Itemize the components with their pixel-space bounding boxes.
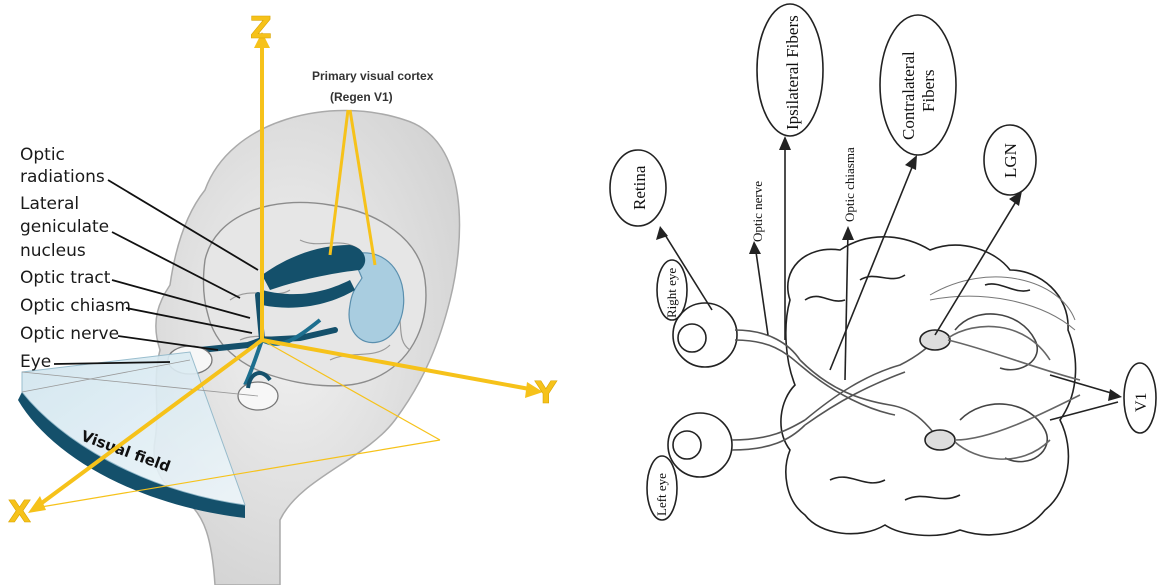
label-contralateral-1: Contralateral [899, 51, 918, 140]
label-ipsilateral-fibers: Ipsilateral Fibers [783, 15, 802, 130]
label-contralateral-2: Fibers [919, 70, 938, 113]
label-lgn-2: geniculate [20, 217, 109, 237]
lgn-left [925, 430, 955, 450]
label-lgn-3: nucleus [20, 241, 86, 261]
y-axis-label: Y [534, 376, 558, 411]
right-schematic [610, 4, 1156, 535]
label-optic-nerve: Optic nerve [20, 324, 119, 344]
label-retina: Retina [630, 165, 649, 210]
optic-chiasma-crossing [800, 340, 940, 440]
label-optic-tract: Optic tract [20, 268, 111, 288]
right-labels: Retina Ipsilateral Fibers Contralateral … [630, 15, 1150, 516]
label-left-eye: Left eye [654, 473, 669, 516]
label-eye: Eye [20, 352, 51, 372]
arrow-lgn [935, 195, 1020, 335]
lgn-right [920, 330, 950, 350]
label-lgn: LGN [1001, 143, 1020, 178]
z-axis-label: Z [250, 11, 272, 46]
label-lgn-1: Lateral [20, 194, 79, 214]
label-optic-chiasm: Optic chiasm [20, 296, 131, 316]
left-eye-circle [668, 413, 732, 477]
contralateral-oval [880, 15, 956, 155]
x-axis-label: X [8, 495, 31, 530]
label-right-eye: Right eye [664, 268, 679, 318]
label-primary-visual-cortex-2: (Regen V1) [330, 90, 393, 104]
label-optic-chiasma: Optic chiasma [842, 147, 857, 222]
arrow-optic-chiasma [845, 230, 848, 380]
arrow-optic-nerve [755, 245, 768, 335]
label-primary-visual-cortex-1: Primary visual cortex [312, 69, 434, 83]
brain-outline [781, 237, 1076, 536]
label-optic-radiations-2: radiations [20, 167, 105, 187]
arrow-v1-a [1050, 375, 1118, 395]
label-v1: V1 [1133, 392, 1150, 412]
label-optic-radiations-1: Optic [20, 145, 65, 165]
label-optic-nerve-right: Optic nerve [750, 181, 765, 242]
